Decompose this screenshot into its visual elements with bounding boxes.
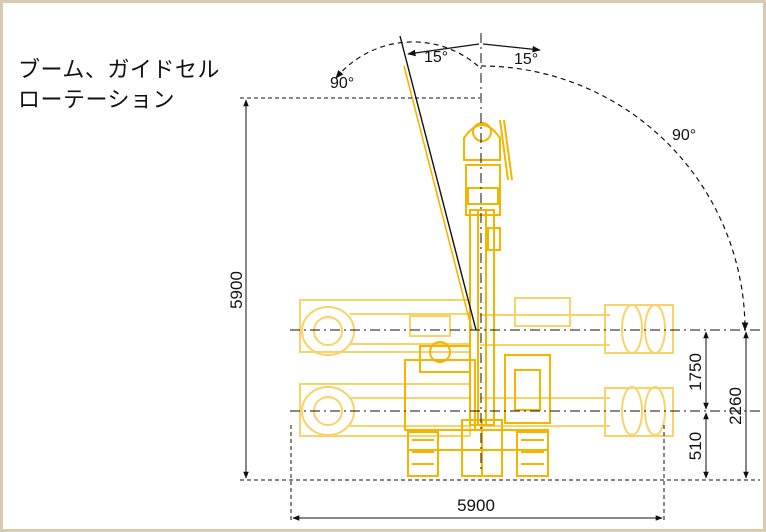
arc-90-right xyxy=(480,65,749,331)
dim-height-label: 5900 xyxy=(227,271,246,309)
dim-2260-label: 2260 xyxy=(726,387,745,425)
boom-ghost-right-upper xyxy=(480,297,674,354)
dim-width-label: 5900 xyxy=(457,496,495,515)
angle-label-left-15: 15° xyxy=(424,49,448,66)
arc-90-left xyxy=(335,41,479,79)
boom-ghost-left-lower xyxy=(299,383,471,437)
dim-1750-label: 1750 xyxy=(686,353,705,391)
boom-15deg-centerline xyxy=(399,35,477,331)
boom-ghost-left-upper xyxy=(299,299,471,356)
dim-510-label: 510 xyxy=(686,432,705,460)
guide-shell xyxy=(463,119,513,426)
angle-label-left-90: 90° xyxy=(330,75,354,92)
diagram-title: ブーム、ガイドセル ローテーション xyxy=(18,56,220,116)
title-line-2: ローテーション xyxy=(18,88,176,113)
arc-15-left xyxy=(407,43,480,57)
angle-label-right-90: 90° xyxy=(672,127,696,144)
drill-rig-body xyxy=(404,341,551,477)
boom-15deg-outline xyxy=(403,65,473,331)
angle-label-right-15: 15° xyxy=(514,51,538,68)
title-line-1: ブーム、ガイドセル xyxy=(18,58,220,83)
arc-15-right xyxy=(482,43,541,53)
